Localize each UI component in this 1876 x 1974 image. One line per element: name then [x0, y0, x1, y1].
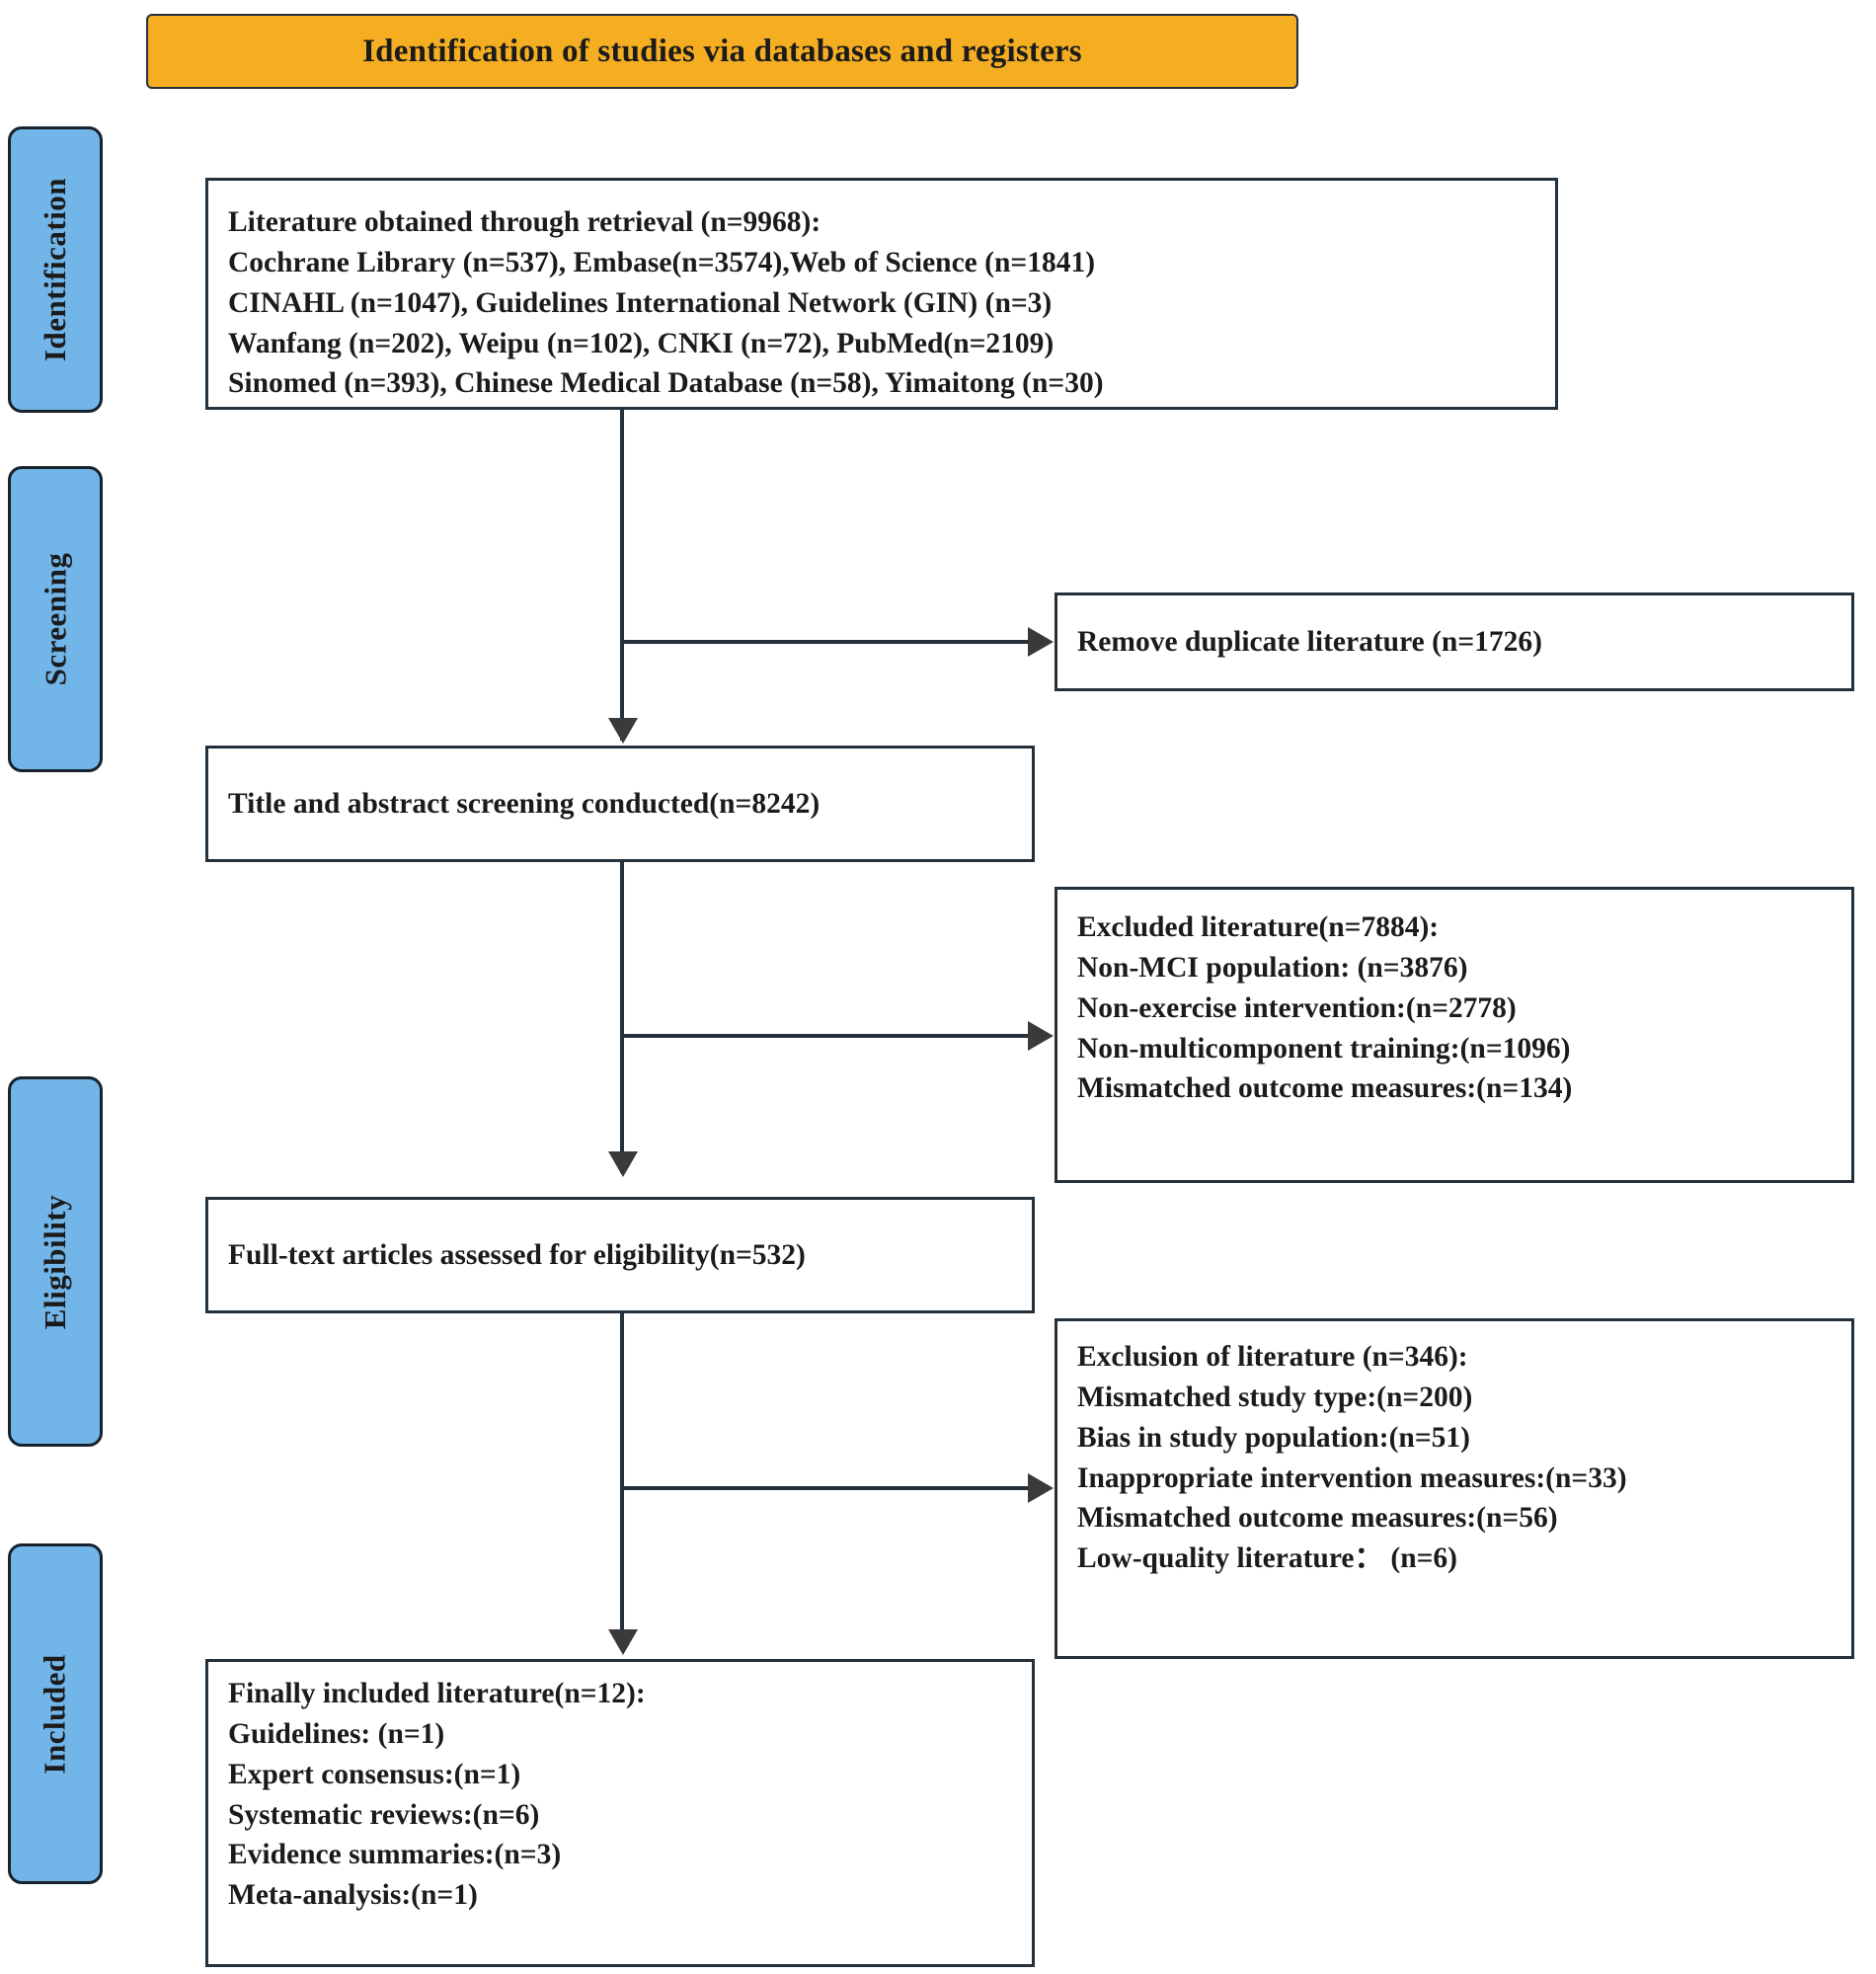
- stage-label-identification: Identification: [8, 126, 103, 413]
- included-studies-line-6: Meta-analysis:(n=1): [228, 1879, 478, 1912]
- records-identified-line-2: Cochrane Library (n=537), Embase(n=3574)…: [228, 246, 1096, 278]
- screening-excluded-line-2: Non-MCI population: (n=3876): [1077, 951, 1468, 984]
- duplicates-removed-box: Remove duplicate literature (n=1726): [1055, 592, 1854, 691]
- fulltext-assessed-line-1: Full-text articles assessed for eligibil…: [228, 1238, 806, 1271]
- arrowhead-right-to-duplicates-removed: [1028, 627, 1054, 657]
- diagram-title-text: Identification of studies via databases …: [362, 33, 1082, 69]
- included-studies-line-4: Systematic reviews:(n=6): [228, 1798, 540, 1831]
- connector-to-screening-excluded: [620, 1034, 1043, 1038]
- title-abstract-screening-box: Title and abstract screening conducted(n…: [205, 746, 1035, 862]
- fulltext-excluded-box: Exclusion of literature (n=346): Mismatc…: [1055, 1318, 1854, 1659]
- connector-to-duplicates-removed: [620, 640, 1043, 644]
- included-studies-line-3: Expert consensus:(n=1): [228, 1758, 521, 1790]
- records-identified-box: Literature obtained through retrieval (n…: [205, 178, 1558, 410]
- screening-excluded-line-5: Mismatched outcome measures:(n=134): [1077, 1072, 1573, 1105]
- included-studies-line-2: Guidelines: (n=1): [228, 1717, 445, 1750]
- stage-label-identification-text: Identification: [38, 177, 72, 362]
- arrowhead-down-to-eligibility: [608, 1151, 638, 1177]
- records-identified-line-5: Sinomed (n=393), Chinese Medical Databas…: [228, 367, 1104, 400]
- arrowhead-right-to-fulltext-excluded: [1028, 1473, 1054, 1503]
- screening-excluded-box: Excluded literature(n=7884): Non-MCI pop…: [1055, 887, 1854, 1183]
- title-abstract-screening-line-1: Title and abstract screening conducted(n…: [228, 787, 821, 820]
- fulltext-excluded-line-6: Low-quality literature： (n=6): [1077, 1542, 1457, 1575]
- stage-label-included-text: Included: [38, 1653, 73, 1775]
- records-identified-line-1: Literature obtained through retrieval (n…: [228, 206, 821, 238]
- screening-excluded-line-4: Non-multicomponent training:(n=1096): [1077, 1032, 1571, 1065]
- fulltext-excluded-line-5: Mismatched outcome measures:(n=56): [1077, 1502, 1558, 1535]
- included-studies-line-5: Evidence summaries:(n=3): [228, 1839, 562, 1871]
- diagram-title-banner: Identification of studies via databases …: [146, 14, 1298, 89]
- stage-label-screening-text: Screening: [38, 552, 72, 686]
- fulltext-assessed-box: Full-text articles assessed for eligibil…: [205, 1197, 1035, 1313]
- included-studies-box: Finally included literature(n=12): Guide…: [205, 1659, 1035, 1967]
- arrowhead-down-to-included: [608, 1629, 638, 1655]
- stage-label-eligibility-text: Eligibility: [38, 1194, 73, 1329]
- stage-label-screening: Screening: [8, 466, 103, 772]
- connector-eligibility-to-included: [620, 1313, 624, 1649]
- records-identified-line-3: CINAHL (n=1047), Guidelines Internationa…: [228, 286, 1053, 319]
- screening-excluded-line-3: Non-exercise intervention:(n=2778): [1077, 991, 1517, 1024]
- records-identified-line-4: Wanfang (n=202), Weipu (n=102), CNKI (n=…: [228, 327, 1055, 359]
- connector-screening-to-eligibility: [620, 862, 624, 1173]
- stage-label-included: Included: [8, 1543, 103, 1884]
- arrowhead-right-to-screening-excluded: [1028, 1021, 1054, 1051]
- fulltext-excluded-line-3: Bias in study population:(n=51): [1077, 1421, 1470, 1454]
- arrowhead-down-to-screening: [608, 718, 638, 744]
- included-studies-line-1: Finally included literature(n=12):: [228, 1678, 646, 1709]
- duplicates-removed-line-1: Remove duplicate literature (n=1726): [1077, 625, 1542, 658]
- fulltext-excluded-line-2: Mismatched study type:(n=200): [1077, 1381, 1473, 1413]
- stage-label-eligibility: Eligibility: [8, 1076, 103, 1447]
- fulltext-excluded-line-1: Exclusion of literature (n=346):: [1077, 1341, 1468, 1373]
- connector-to-fulltext-excluded: [620, 1486, 1043, 1490]
- connector-identification-to-screening: [620, 410, 624, 741]
- fulltext-excluded-line-4: Inappropriate intervention measures:(n=3…: [1077, 1461, 1627, 1494]
- screening-excluded-line-1: Excluded literature(n=7884):: [1077, 911, 1440, 943]
